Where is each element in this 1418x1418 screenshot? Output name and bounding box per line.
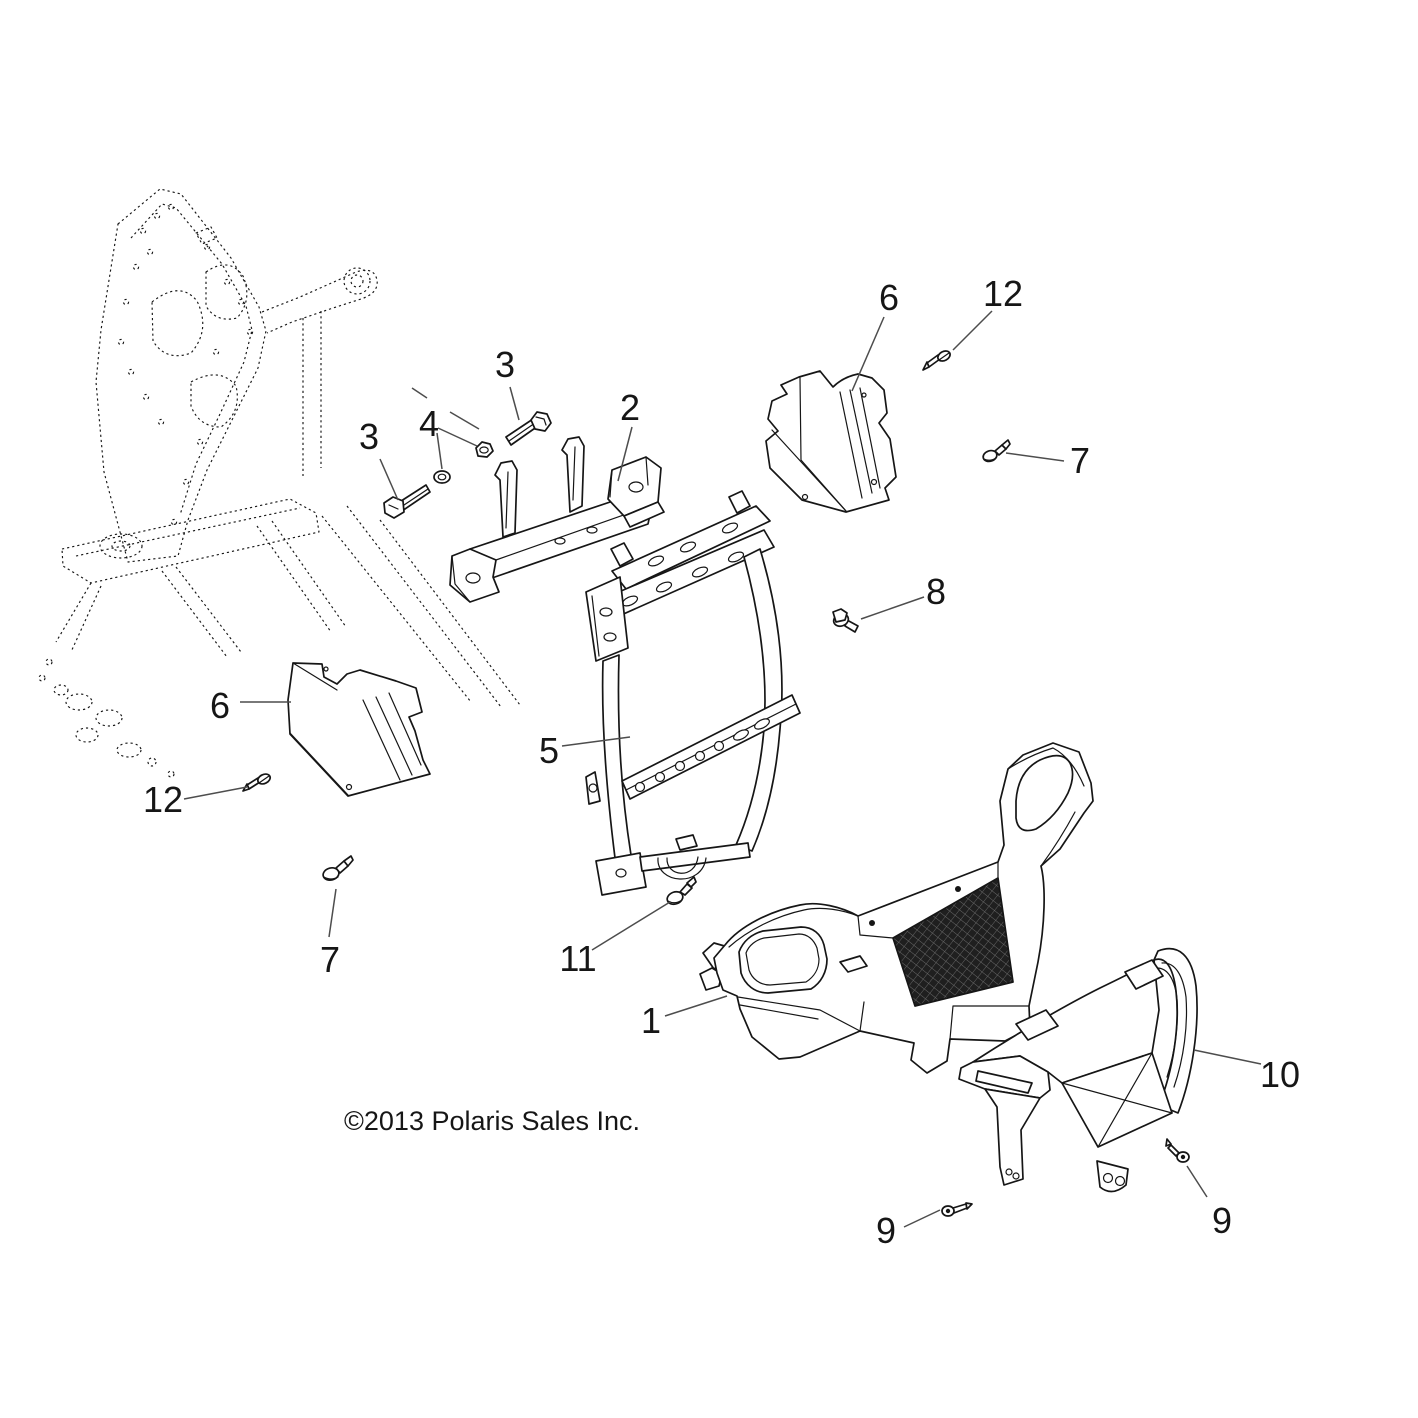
chassis-holes <box>117 203 254 526</box>
callout-7-right: 7 <box>1070 440 1090 481</box>
part-5-bulkhead-frame <box>585 490 801 896</box>
callout-9-left: 9 <box>876 1210 896 1251</box>
fastener-9-screw-right <box>1165 1138 1190 1163</box>
chassis-floor-holes <box>38 658 175 778</box>
reference-chassis-sketch <box>38 188 521 778</box>
leader-lines <box>183 310 1262 1228</box>
callout-2: 2 <box>620 387 640 428</box>
left-headlight-opening <box>738 926 828 994</box>
right-headlight-opening <box>1015 754 1074 832</box>
callouts: 1 2 3 3 4 5 6 6 7 7 8 9 9 10 11 12 12 <box>143 273 1300 1251</box>
fastener-11-rivet <box>666 876 697 906</box>
part-1-front-bumper <box>699 742 1094 1074</box>
callout-3-left: 3 <box>359 416 379 457</box>
callout-8: 8 <box>926 571 946 612</box>
callout-6-left: 6 <box>210 685 230 726</box>
fastener-4-nut <box>475 441 494 458</box>
fastener-12-screw-left <box>242 773 272 792</box>
fastener-3-bolt-top <box>505 411 552 446</box>
fastener-12-screw-right <box>922 350 951 371</box>
copyright-notice: ©2013 Polaris Sales Inc. <box>344 1106 640 1136</box>
part-10-lower-bumper <box>958 947 1198 1193</box>
callout-12-left: 12 <box>143 779 183 820</box>
fastener-7-rivet-left <box>322 855 354 882</box>
callout-5: 5 <box>539 730 559 771</box>
callout-10: 10 <box>1260 1054 1300 1095</box>
part-6-right-mudguard <box>765 370 897 513</box>
callout-11: 11 <box>559 938 596 979</box>
grille-mesh <box>892 877 1014 1007</box>
part-2-bumper-mount-bracket <box>449 436 665 603</box>
callout-4: 4 <box>419 403 439 444</box>
callout-6-right: 6 <box>879 277 899 318</box>
part-6-left-mudguard <box>287 662 431 797</box>
callout-3-top: 3 <box>495 344 515 385</box>
callout-9-right: 9 <box>1212 1200 1232 1241</box>
fastener-9-screw-left <box>941 1202 973 1217</box>
callout-12-right: 12 <box>983 273 1023 314</box>
fastener-3-bolt-left <box>383 484 431 519</box>
fastener-8-screw <box>832 608 859 633</box>
callout-1: 1 <box>641 1000 661 1041</box>
fastener-7-rivet-right <box>982 439 1011 463</box>
callout-7-left: 7 <box>320 939 340 980</box>
fastener-4-washer <box>433 470 451 484</box>
